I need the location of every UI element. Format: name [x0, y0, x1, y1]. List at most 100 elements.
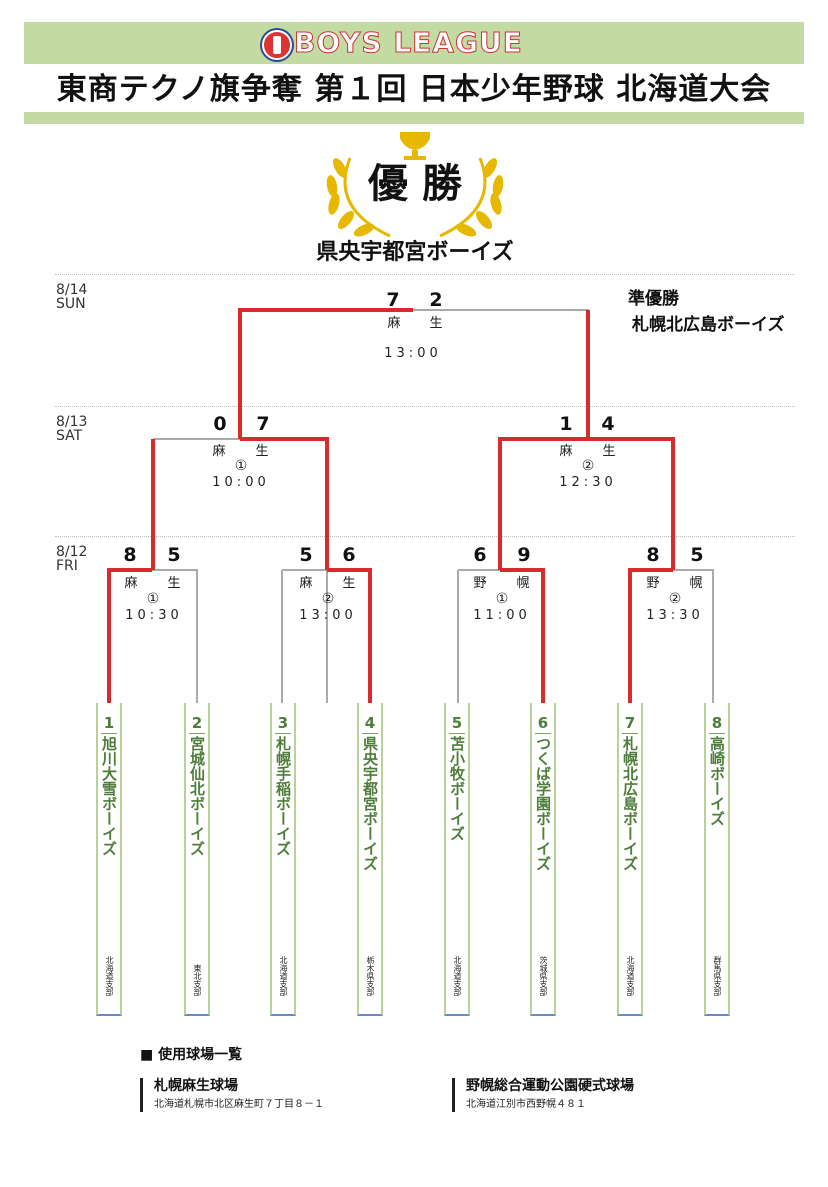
logo-text: BOYS LEAGUE — [294, 26, 523, 59]
team-branch: 東北支部 — [193, 964, 202, 996]
champion-label: 優 勝 — [368, 160, 462, 207]
g2-time: 13:00 — [299, 608, 357, 623]
divider — [622, 733, 638, 734]
team-name: 札幌北広島ボーイズ — [621, 736, 639, 871]
team-seed: 8 — [711, 714, 723, 732]
venue-bar — [140, 1078, 143, 1112]
team-name: 旭川大雪ボーイズ — [100, 736, 118, 856]
venue-name-1: 札幌麻生球場 — [154, 1078, 238, 1094]
g1-score-left: 8 — [123, 544, 137, 566]
sf1-score-left: 0 — [213, 413, 227, 435]
team-box-8: 8 高崎ボーイズ 群馬県支部 — [704, 703, 730, 1016]
divider — [55, 406, 795, 407]
g4-venue-left: 野 — [646, 576, 660, 591]
divider — [535, 733, 551, 734]
sf2-venue-right: 生 — [602, 444, 616, 459]
team-branch: 栃木県支部 — [366, 956, 375, 996]
header-underline — [24, 112, 804, 124]
header-band — [24, 22, 804, 64]
sf2-score-left: 1 — [559, 413, 573, 435]
g1-time: 10:30 — [125, 608, 183, 623]
sf1-venue-left: 麻 — [212, 444, 226, 459]
team-branch: 北海道支部 — [453, 956, 462, 996]
venue-address-1: 北海道札幌市北区麻生町７丁目８－１ — [154, 1099, 324, 1110]
g1-venue-left: 麻 — [124, 576, 138, 591]
venue-bar — [452, 1078, 455, 1112]
sf2-venue-left: 麻 — [559, 444, 573, 459]
sf1-time: 10:00 — [212, 475, 270, 490]
g3-venue-right: 幌 — [516, 576, 530, 591]
final-venue-right: 生 — [429, 316, 443, 331]
g3-time: 11:00 — [473, 608, 531, 623]
g2-venue-right: 生 — [342, 576, 356, 591]
sf1-venue-right: 生 — [255, 444, 269, 459]
champion-team: 県央宇都宮ボーイズ — [316, 240, 514, 265]
g1-field: ① — [146, 591, 160, 607]
divider — [55, 536, 795, 537]
divider — [101, 733, 117, 734]
divider — [189, 733, 205, 734]
venues-heading: ■ 使用球場一覧 — [140, 1047, 243, 1063]
team-seed: 1 — [103, 714, 115, 732]
page-title: 東商テクノ旗争奪 第１回 日本少年野球 北海道大会 — [56, 72, 772, 107]
team-box-1: 1 旭川大雪ボーイズ 北海道支部 — [96, 703, 122, 1016]
g4-score-left: 8 — [646, 544, 660, 566]
divider — [275, 733, 291, 734]
final-time: 13:00 — [384, 346, 442, 361]
team-seed: 7 — [624, 714, 636, 732]
team-seed: 6 — [537, 714, 549, 732]
venue-address-2: 北海道江別市西野幌４８１ — [466, 1099, 586, 1110]
laurel-trophy-icon — [326, 132, 504, 238]
day-semifinal: SAT — [56, 428, 83, 444]
team-name: 県央宇都宮ボーイズ — [361, 736, 379, 871]
team-branch: 北海道支部 — [279, 956, 288, 996]
team-branch: 群馬県支部 — [713, 956, 722, 996]
team-box-3: 3 札幌手稲ボーイズ 北海道支部 — [270, 703, 296, 1016]
team-name: つくば学園ボーイズ — [534, 736, 552, 871]
team-seed: 4 — [364, 714, 376, 732]
boys-league-logo-icon — [262, 30, 292, 60]
team-name: 札幌手稲ボーイズ — [274, 736, 292, 856]
g3-score-right: 9 — [517, 544, 531, 566]
date-semifinal: 8/13 — [56, 414, 88, 430]
g4-time: 13:30 — [646, 608, 704, 623]
venue-name-2: 野幌総合運動公園硬式球場 — [466, 1078, 634, 1094]
sf2-field: ② — [581, 458, 595, 474]
team-branch: 茨城県支部 — [539, 956, 548, 996]
final-score-right: 2 — [429, 289, 443, 311]
final-score-left: 7 — [386, 289, 400, 311]
team-seed: 2 — [191, 714, 203, 732]
team-name: 苫小牧ボーイズ — [448, 736, 466, 841]
divider — [709, 733, 725, 734]
g2-field: ② — [321, 591, 335, 607]
day-round1: FRI — [56, 558, 78, 574]
sf2-score-right: 4 — [601, 413, 615, 435]
team-name: 高崎ボーイズ — [708, 736, 726, 826]
g3-field: ① — [495, 591, 509, 607]
sf1-field: ① — [234, 458, 248, 474]
g4-score-right: 5 — [690, 544, 704, 566]
team-box-2: 2 宮城仙北ボーイズ 東北支部 — [184, 703, 210, 1016]
sf2-time: 12:30 — [559, 475, 617, 490]
team-branch: 北海道支部 — [626, 956, 635, 996]
divider — [362, 733, 378, 734]
final-venue-left: 麻 — [387, 316, 401, 331]
g3-venue-left: 野 — [473, 576, 487, 591]
divider — [449, 733, 465, 734]
g2-score-left: 5 — [299, 544, 313, 566]
g1-venue-right: 生 — [167, 576, 181, 591]
divider — [55, 274, 795, 275]
g2-score-right: 6 — [342, 544, 356, 566]
team-branch: 北海道支部 — [105, 956, 114, 996]
g2-venue-left: 麻 — [299, 576, 313, 591]
team-seed: 5 — [451, 714, 463, 732]
team-seed: 3 — [277, 714, 289, 732]
date-final: 8/14 — [56, 282, 88, 298]
g4-field: ② — [668, 591, 682, 607]
g4-venue-right: 幌 — [689, 576, 703, 591]
g3-score-left: 6 — [473, 544, 487, 566]
g1-score-right: 5 — [167, 544, 181, 566]
team-box-6: 6 つくば学園ボーイズ 茨城県支部 — [530, 703, 556, 1016]
runner-up-team: 札幌北広島ボーイズ — [632, 315, 785, 335]
